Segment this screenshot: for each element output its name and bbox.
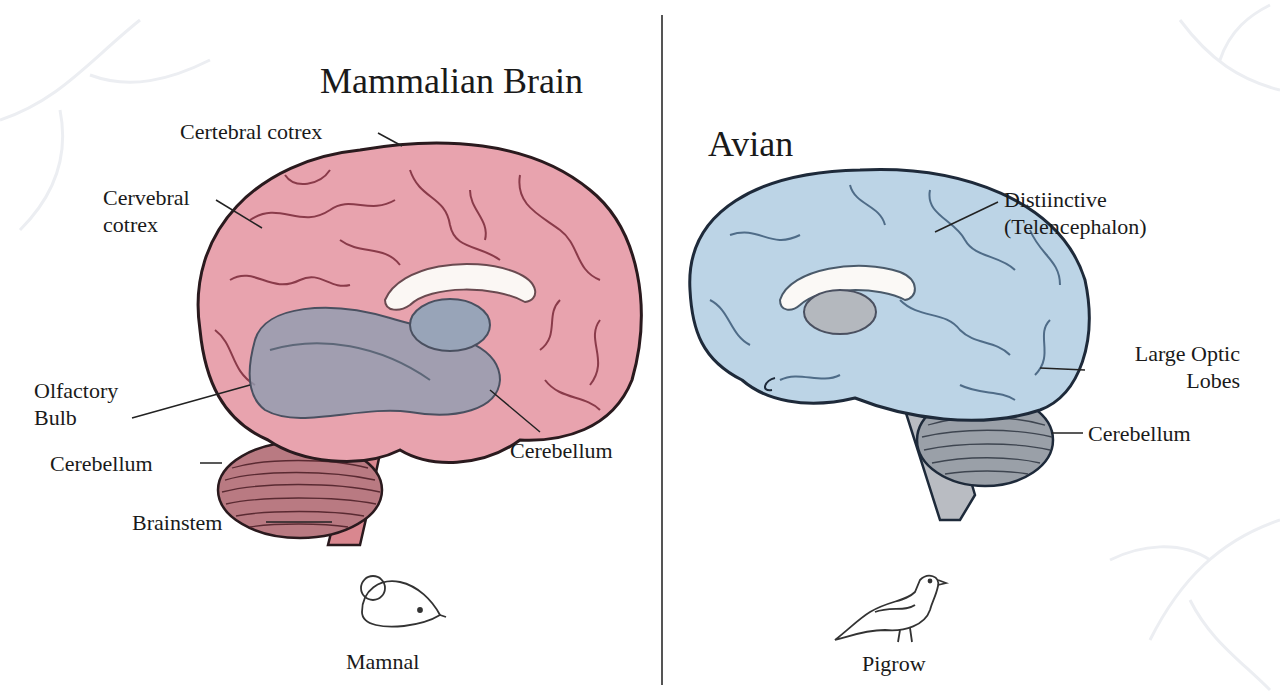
part-label: Cerebellum	[50, 450, 200, 477]
part-label: Large Optic Lobes	[1090, 340, 1240, 394]
thalamus	[410, 299, 490, 351]
leader-lines	[132, 133, 540, 522]
part-label: Certebral cotrex	[180, 118, 400, 145]
species-label: Mamnal	[346, 648, 466, 675]
part-label: Distiinctive (Telencephalon)	[1004, 186, 1204, 240]
part-label: Brainstem	[132, 509, 262, 536]
divider-line	[661, 15, 663, 685]
species-label: Pigrow	[862, 650, 982, 677]
part-label: Cervebral cotrex	[103, 184, 213, 238]
part-label: Cerebellum	[1088, 420, 1238, 447]
panel-heading: Mammalian Brain	[320, 60, 583, 102]
thalamus	[804, 290, 876, 334]
neuron-background	[0, 5, 1280, 690]
part-label: Olfactory Bulb	[34, 377, 154, 431]
mouse-icon	[361, 576, 446, 627]
mammal-cerebrum	[198, 143, 641, 462]
pigeon-icon	[835, 576, 946, 642]
panel-heading: Avian	[708, 123, 793, 165]
part-label: Cerebellum	[510, 437, 660, 464]
